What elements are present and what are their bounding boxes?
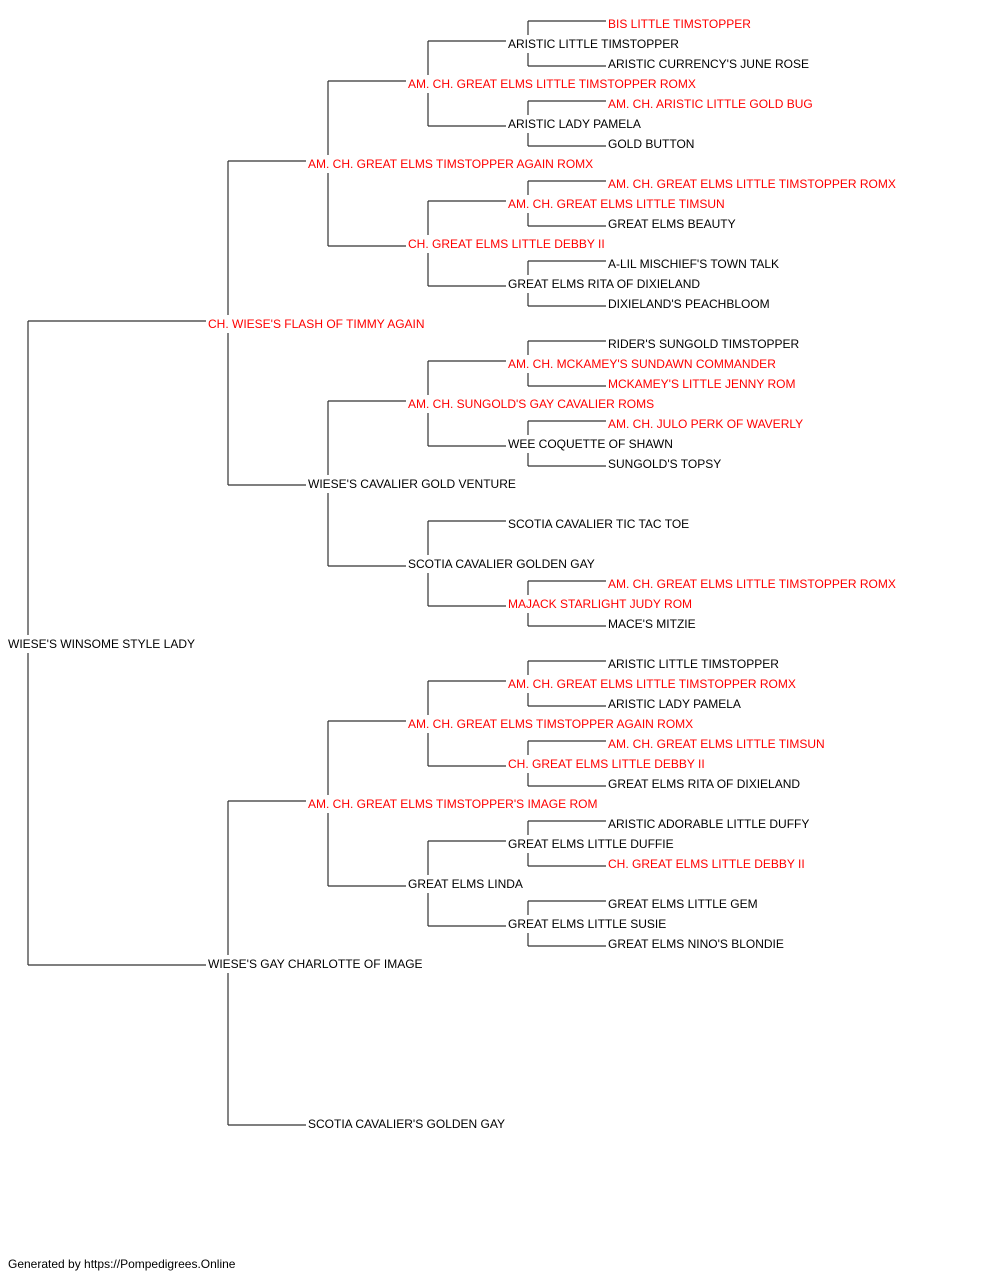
ancestor-g5: AM. CH. ARISTIC LITTLE GOLD BUG bbox=[608, 97, 813, 111]
ancestor-g5: MACE'S MITZIE bbox=[608, 617, 696, 631]
ancestor-g5: AM. CH. GREAT ELMS LITTLE TIMSUN bbox=[608, 737, 825, 751]
sire-dam-name: WIESE'S CAVALIER GOLD VENTURE bbox=[308, 477, 516, 491]
ancestor-g4: AM. CH. GREAT ELMS LITTLE TIMSTOPPER ROM… bbox=[508, 677, 796, 691]
ancestor-g5: AM. CH. JULO PERK OF WAVERLY bbox=[608, 417, 803, 431]
dam-dam-name: SCOTIA CAVALIER'S GOLDEN GAY bbox=[308, 1117, 505, 1131]
ancestor-g4: GREAT ELMS LITTLE DUFFIE bbox=[508, 837, 674, 851]
ancestor-g4: CH. GREAT ELMS LITTLE DEBBY II bbox=[508, 757, 705, 771]
ancestor-g5: GREAT ELMS LITTLE GEM bbox=[608, 897, 758, 911]
ancestor-g5: RIDER'S SUNGOLD TIMSTOPPER bbox=[608, 337, 800, 351]
sire-sire-name: AM. CH. GREAT ELMS TIMSTOPPER AGAIN ROMX bbox=[308, 157, 593, 171]
ancestor-g3: AM. CH. SUNGOLD'S GAY CAVALIER ROMS bbox=[408, 397, 654, 411]
ancestor-g5: A-LIL MISCHIEF'S TOWN TALK bbox=[608, 257, 779, 271]
ancestor-g4: ARISTIC LADY PAMELA bbox=[508, 117, 641, 131]
ancestor-g4: ARISTIC LITTLE TIMSTOPPER bbox=[508, 37, 679, 51]
ancestor-g5: ARISTIC LADY PAMELA bbox=[608, 697, 741, 711]
ancestor-g5: GREAT ELMS RITA OF DIXIELAND bbox=[608, 777, 800, 791]
ancestor-g5: ARISTIC LITTLE TIMSTOPPER bbox=[608, 657, 779, 671]
footer-credit: Generated by https://Pompedigrees.Online bbox=[8, 1257, 236, 1271]
ancestor-g5: SUNGOLD'S TOPSY bbox=[608, 457, 721, 471]
ancestor-g3: AM. CH. GREAT ELMS TIMSTOPPER AGAIN ROMX bbox=[408, 717, 693, 731]
ancestor-g4: AM. CH. MCKAMEY'S SUNDAWN COMMANDER bbox=[508, 357, 776, 371]
ancestor-g3: CH. GREAT ELMS LITTLE DEBBY II bbox=[408, 237, 605, 251]
ancestor-g5: BIS LITTLE TIMSTOPPER bbox=[608, 17, 751, 31]
ancestor-g5: CH. GREAT ELMS LITTLE DEBBY II bbox=[608, 857, 805, 871]
ancestor-g3: SCOTIA CAVALIER GOLDEN GAY bbox=[408, 557, 595, 571]
ancestor-g4: AM. CH. GREAT ELMS LITTLE TIMSUN bbox=[508, 197, 725, 211]
subject-name: WIESE'S WINSOME STYLE LADY bbox=[8, 637, 195, 651]
dam-name: WIESE'S GAY CHARLOTTE OF IMAGE bbox=[208, 957, 423, 971]
ancestor-g5: ARISTIC CURRENCY'S JUNE ROSE bbox=[608, 57, 809, 71]
sire-name: CH. WIESE'S FLASH OF TIMMY AGAIN bbox=[208, 317, 425, 331]
ancestor-g4: WEE COQUETTE OF SHAWN bbox=[508, 437, 673, 451]
ancestor-g5: AM. CH. GREAT ELMS LITTLE TIMSTOPPER ROM… bbox=[608, 177, 896, 191]
ancestor-g4: GREAT ELMS RITA OF DIXIELAND bbox=[508, 277, 700, 291]
ancestor-g5: AM. CH. GREAT ELMS LITTLE TIMSTOPPER ROM… bbox=[608, 577, 896, 591]
ancestor-g5: GREAT ELMS NINO'S BLONDIE bbox=[608, 937, 784, 951]
ancestor-g5: DIXIELAND'S PEACHBLOOM bbox=[608, 297, 770, 311]
ancestor-g5: ARISTIC ADORABLE LITTLE DUFFY bbox=[608, 817, 809, 831]
ancestor-g3: GREAT ELMS LINDA bbox=[408, 877, 523, 891]
dam-sire-name: AM. CH. GREAT ELMS TIMSTOPPER'S IMAGE RO… bbox=[308, 797, 597, 811]
ancestor-g5: GREAT ELMS BEAUTY bbox=[608, 217, 736, 231]
ancestor-g5: MCKAMEY'S LITTLE JENNY ROM bbox=[608, 377, 795, 391]
ancestor-g5: GOLD BUTTON bbox=[608, 137, 694, 151]
ancestor-g4: MAJACK STARLIGHT JUDY ROM bbox=[508, 597, 692, 611]
ancestor-g3: AM. CH. GREAT ELMS LITTLE TIMSTOPPER ROM… bbox=[408, 77, 696, 91]
ancestor-g4: SCOTIA CAVALIER TIC TAC TOE bbox=[508, 517, 689, 531]
ancestor-g4: GREAT ELMS LITTLE SUSIE bbox=[508, 917, 666, 931]
